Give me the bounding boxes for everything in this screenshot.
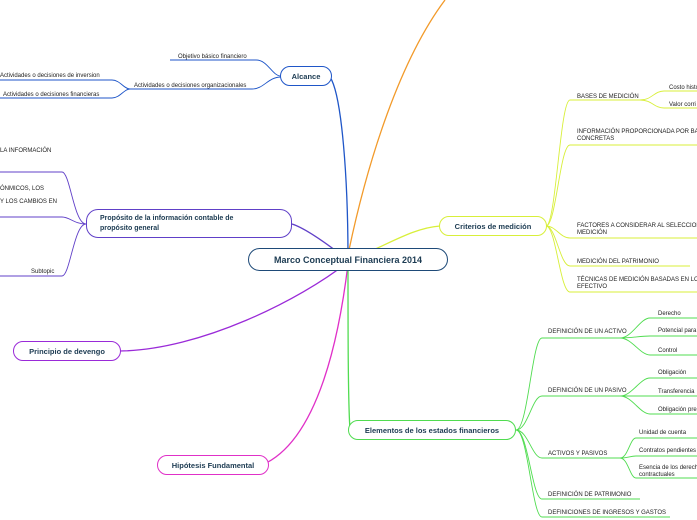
- subtopic-actividades-financieras[interactable]: Actividades o decisiones financieras: [3, 92, 100, 98]
- topic-devengo[interactable]: Principio de devengo: [13, 341, 121, 361]
- topic-proposito-line1: Propósito de la información contable de: [100, 214, 234, 222]
- topic-devengo-label: Principio de devengo: [29, 346, 105, 356]
- subtopic-tecnicas-2[interactable]: EFECTIVO: [577, 284, 608, 290]
- subtopic-costo-historico[interactable]: Costo histó: [669, 85, 697, 91]
- topic-alcance-label: Alcance: [291, 71, 321, 81]
- subtopic-def-patrimonio[interactable]: DEFINICIÓN DE PATRIMONIO: [548, 492, 632, 498]
- subtopic-actividades-org[interactable]: Actividades o decisiones organizacionale…: [134, 83, 247, 89]
- subtopic-factores-1[interactable]: FACTORES A CONSIDERAR AL SELECCIONA: [577, 223, 697, 229]
- edge-devengo: [119, 261, 349, 352]
- central-topic-label: Marco Conceptual Financiera 2014: [273, 254, 423, 265]
- subtopic-def-pasivo[interactable]: DEFINICIÓN DE UN PASIVO: [548, 388, 627, 394]
- subtopic-proposito-subtopic[interactable]: Subtopic: [31, 269, 55, 275]
- topic-alcance[interactable]: Alcance: [280, 66, 332, 86]
- subtopic-valor-corriente[interactable]: Valor corri: [669, 102, 696, 108]
- subtopic-proposito-3[interactable]: Y LOS CAMBIOS EN: [0, 199, 57, 205]
- edge-hipotesis: [261, 263, 349, 466]
- edge-elementos: [347, 263, 351, 431]
- topic-elementos[interactable]: Elementos de los estados financieros: [348, 420, 516, 440]
- subtopic-transferencia[interactable]: Transferencia: [658, 389, 695, 395]
- subtopic-activos-pasivos[interactable]: ACTIVOS Y PASIVOS: [548, 451, 608, 457]
- subtopic-contratos[interactable]: Contratos pendientes: [639, 448, 697, 454]
- subtopic-obligacion-presente[interactable]: Obligación pre: [658, 407, 697, 413]
- subtopic-def-ingresos-gastos[interactable]: DEFINICIONES DE INGRESOS Y GASTOS: [548, 510, 667, 516]
- topic-proposito[interactable]: Propósito de la información contable de …: [86, 209, 292, 238]
- topic-hipotesis[interactable]: Hipótesis Fundamental: [157, 455, 269, 475]
- subtopic-obligacion[interactable]: Obligación: [658, 370, 687, 376]
- topic-criterios-label: Criterios de medición: [454, 221, 532, 231]
- subtopic-medicion-patrimonio[interactable]: MEDICIÓN DEL PATRIMONIO: [577, 259, 659, 265]
- subtopic-info-proporcionada-1[interactable]: INFORMACIÓN PROPORCIONADA POR BASE: [577, 129, 697, 135]
- subtopic-esencia-1[interactable]: Esencia de los derech: [639, 465, 697, 471]
- topic-hipotesis-label: Hipótesis Fundamental: [171, 460, 255, 470]
- central-topic[interactable]: Marco Conceptual Financiera 2014: [248, 248, 448, 271]
- subtopic-def-activo[interactable]: DEFINICIÓN DE UN ACTIVO: [548, 329, 627, 335]
- subtopic-tecnicas-1[interactable]: TÉCNICAS DE MEDICIÓN BASADAS EN LOS: [577, 277, 697, 283]
- subtopic-proposito-2[interactable]: ÓNMICOS, LOS: [0, 186, 45, 192]
- subtopic-actividades-inversion[interactable]: Actividades o decisiones de inversion: [0, 73, 100, 79]
- edge-orange: [348, 0, 446, 251]
- subtopic-info-proporcionada-2[interactable]: CONCRETAS: [577, 136, 615, 142]
- subtopic-derecho[interactable]: Derecho: [658, 311, 681, 317]
- topic-criterios[interactable]: Criterios de medición: [439, 216, 547, 236]
- subtopic-potencial[interactable]: Potencial para: [658, 328, 697, 334]
- topic-elementos-label: Elementos de los estados financieros: [364, 425, 500, 435]
- subtopic-factores-2[interactable]: MEDICIÓN: [577, 230, 607, 236]
- subtopic-control[interactable]: Control: [658, 348, 678, 354]
- topic-proposito-line2: propósito general: [100, 224, 160, 232]
- subtopic-unidad-cuenta[interactable]: Unidad de cuenta: [639, 430, 687, 436]
- edge-alcance: [329, 76, 349, 260]
- subtopic-proposito-1[interactable]: LA INFORMACIÓN: [0, 148, 52, 154]
- subtopic-objetivo[interactable]: Objetivo básico financiero: [178, 54, 247, 60]
- subtopic-bases-medicion[interactable]: BASES DE MEDICIÓN: [577, 94, 639, 100]
- subtopic-esencia-2[interactable]: contractuales: [639, 472, 675, 478]
